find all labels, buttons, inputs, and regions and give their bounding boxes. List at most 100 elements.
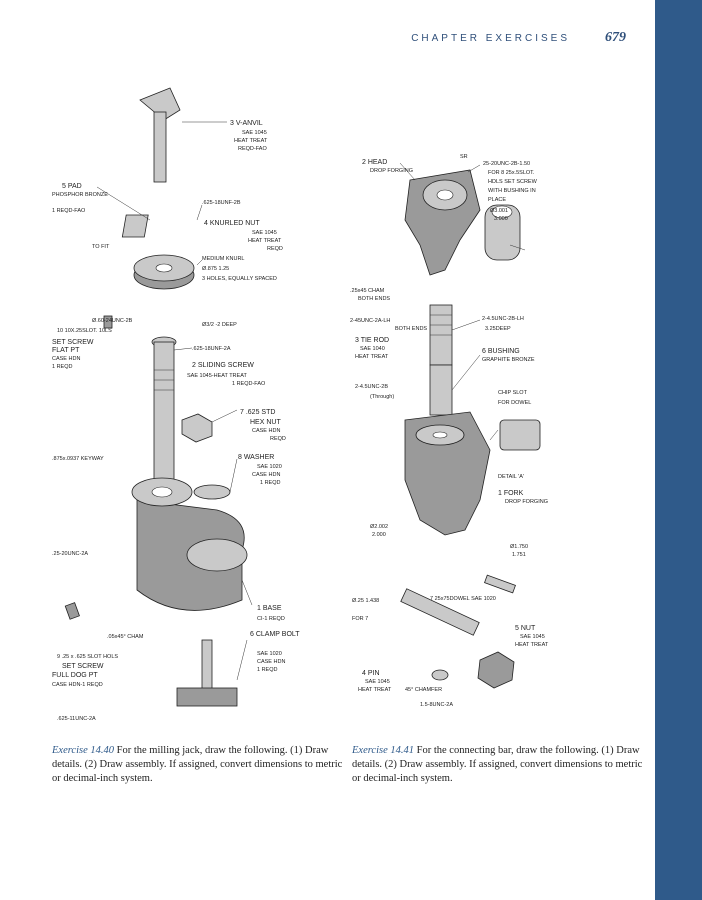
label-hdls-set-screw: HDLS SET SCREW xyxy=(488,179,538,185)
label-with-bushing: WITH BUSHING IN xyxy=(488,188,536,194)
label-chip-slot: CHIP SLOT xyxy=(498,390,528,396)
label-for-dowel: FOR DOWEL xyxy=(498,400,531,406)
label-chamfer: .05x45° CHAM xyxy=(107,634,144,640)
label-through: (Through) xyxy=(370,394,394,400)
label-set-screw-num: 10 10X.25SLOT. 10LS xyxy=(57,328,112,334)
label-45unc-2a: 2-45UNC-2A-LH xyxy=(350,318,390,324)
label-25-1438: Ø.25 1.438 xyxy=(352,598,379,604)
label-clamp-bolt-mat: SAE 1020 xyxy=(257,651,282,657)
label-knurled-nut-heat: HEAT TREAT xyxy=(248,238,282,244)
label-for-7: FOR 7 xyxy=(352,616,368,622)
label-fork-mat: DROP FORGING xyxy=(505,499,548,505)
chapter-title: CHAPTER EXERCISES xyxy=(411,33,570,44)
label-v-anvil-heat: HEAT TREAT xyxy=(234,138,268,144)
caption-exercise-14-40: Exercise 14.40 For the milling jack, dra… xyxy=(52,744,344,786)
label-tie-rod: 3 TIE ROD xyxy=(355,337,389,344)
fork-part xyxy=(404,411,491,536)
label-3001: Ø3.001 xyxy=(490,208,508,214)
label-set-screw-hdn: CASE HDN xyxy=(52,356,80,362)
pin-nut-part xyxy=(477,651,515,689)
label-nut-heat: HEAT TREAT xyxy=(515,642,549,648)
label-325deep: 3.25DEEP xyxy=(485,326,511,332)
label-dowel: 7 25x75DOWEL SAE 1020 xyxy=(430,596,496,602)
label-unf-2a: .625-18UNF-2A xyxy=(192,346,231,352)
label-hex-nut: HEX NUT xyxy=(250,419,281,426)
label-cham: .25x45 CHAM xyxy=(350,288,385,294)
label-place: PLACE xyxy=(488,197,506,203)
label-fork: 1 FORK xyxy=(498,490,524,497)
page-number: 679 xyxy=(605,30,626,45)
label-set-screw-2: SET SCREW xyxy=(62,663,104,670)
v-anvil-part xyxy=(139,87,181,183)
caption-text-left: For the milling jack, draw the following… xyxy=(52,745,343,784)
label-unc-2b-150: 25-20UNC-2B-1.50 xyxy=(483,161,530,167)
label-medium-knurl: MEDIUM KNURL xyxy=(202,256,244,262)
tie-rod-part xyxy=(429,304,453,416)
label-for-set-screw: FOR 8 25x.5SLOT. xyxy=(488,170,535,176)
label-cham-ends: BOTH ENDS xyxy=(358,296,390,302)
label-v-anvil-mat: SAE 1045 xyxy=(242,130,267,136)
label-flat-pt: FLAT PT xyxy=(52,347,80,354)
label-to-fit: TO FIT xyxy=(92,244,110,250)
head-part xyxy=(404,169,481,276)
pin-part xyxy=(400,588,480,681)
knurled-nut-part xyxy=(133,254,195,290)
label-clamp-bolt-hdn: CASE HDN xyxy=(257,659,285,665)
label-head: 2 HEAD xyxy=(362,159,387,166)
label-set-screw-reqd: 1 REQD xyxy=(52,364,73,370)
caption-exercise-14-41: Exercise 14.41 For the connecting bar, d… xyxy=(352,744,647,786)
full-dog-set-screw-part xyxy=(64,602,80,620)
label-detail-a: DETAIL 'A' xyxy=(498,474,524,480)
label-nut: 5 NUT xyxy=(515,625,536,632)
label-full-dog-reqd: CASE HDN-1 REQD xyxy=(52,682,103,688)
label-2002: Ø2.002 xyxy=(370,524,388,530)
dowel-part xyxy=(484,574,516,594)
label-hex-nut-hdn: CASE HDN xyxy=(252,428,280,434)
label-knurled-nut-reqd: REQD xyxy=(267,246,283,252)
label-unc-2b: Ø.60-24UNC-2B xyxy=(92,318,133,324)
label-slot-hols: 9 .25 x .625 SLOT HOLS xyxy=(57,654,118,660)
label-knurl-dims: Ø.875 1.25 xyxy=(202,266,229,272)
label-both-ends: BOTH ENDS xyxy=(395,326,427,332)
label-3-holes: 3 HOLES, EQUALLY SPACED xyxy=(202,276,277,282)
label-washer-hdn: CASE HDN xyxy=(252,472,280,478)
label-sliding-screw-reqd: 1 REQD-FAO xyxy=(232,381,266,387)
label-8unc-2a: 1.5-8UNC-2A xyxy=(420,702,453,708)
clamp-bolt-part xyxy=(176,639,238,707)
label-hex-nut-std: 7 .625 STD xyxy=(240,409,275,416)
set-screw-part xyxy=(103,315,113,329)
label-3000: 3.000 xyxy=(494,216,508,222)
label-unf-2b: .625-18UNF-2B xyxy=(202,200,241,206)
washer-part xyxy=(193,484,231,500)
label-1751: 1.751 xyxy=(512,552,526,558)
label-v-anvil: 3 V-ANVIL xyxy=(230,120,263,127)
sliding-screw-part xyxy=(151,336,177,493)
label-unc-11: .625-11UNC-2A xyxy=(57,716,96,722)
bushing-part xyxy=(484,204,521,261)
label-set-screw: SET SCREW xyxy=(52,339,94,346)
label-bushing-mat: GRAPHITE BRONZE xyxy=(482,357,535,363)
label-v-anvil-reqd: REQD-FAO xyxy=(238,146,267,152)
caption-text-right: For the connecting bar, draw the followi… xyxy=(352,745,643,784)
label-washer-mat: SAE 1020 xyxy=(257,464,282,470)
detail-a-part xyxy=(499,419,541,451)
label-knurled-nut: 4 KNURLED NUT xyxy=(204,220,260,227)
label-bushing: 6 BUSHING xyxy=(482,348,520,355)
connecting-bar-drawing: 2 HEAD DROP FORGING SR 25-20UNC-2B-1.50 … xyxy=(350,150,645,715)
side-color-band xyxy=(655,0,702,900)
label-hex-nut-reqd: REQD xyxy=(270,436,286,442)
label-45-chamfer: 45° CHAMFER xyxy=(405,687,442,693)
label-1750: Ø1.750 xyxy=(510,544,528,550)
label-full-dog: FULL DOG PT xyxy=(52,672,98,679)
label-pad-mat: PHOSPHOR BRONZE xyxy=(52,192,108,198)
label-pad-reqd: 1 REQD-FAO xyxy=(52,208,86,214)
label-2000: 2.000 xyxy=(372,532,386,538)
label-keyway: .875x.0937 KEYWAY xyxy=(52,456,104,462)
label-pin-mat: SAE 1045 xyxy=(365,679,390,685)
label-sr: SR xyxy=(460,154,468,160)
label-sliding-screw: 2 SLIDING SCREW xyxy=(192,362,254,369)
label-head-mat: DROP FORGING xyxy=(370,168,413,174)
exercise-label-left: Exercise 14.40 xyxy=(52,745,115,756)
label-pin: 4 PIN xyxy=(362,670,380,677)
milling-jack-svg: 3 V-ANVIL SAE 1045 HEAT TREAT REQD-FAO 5… xyxy=(52,87,300,722)
